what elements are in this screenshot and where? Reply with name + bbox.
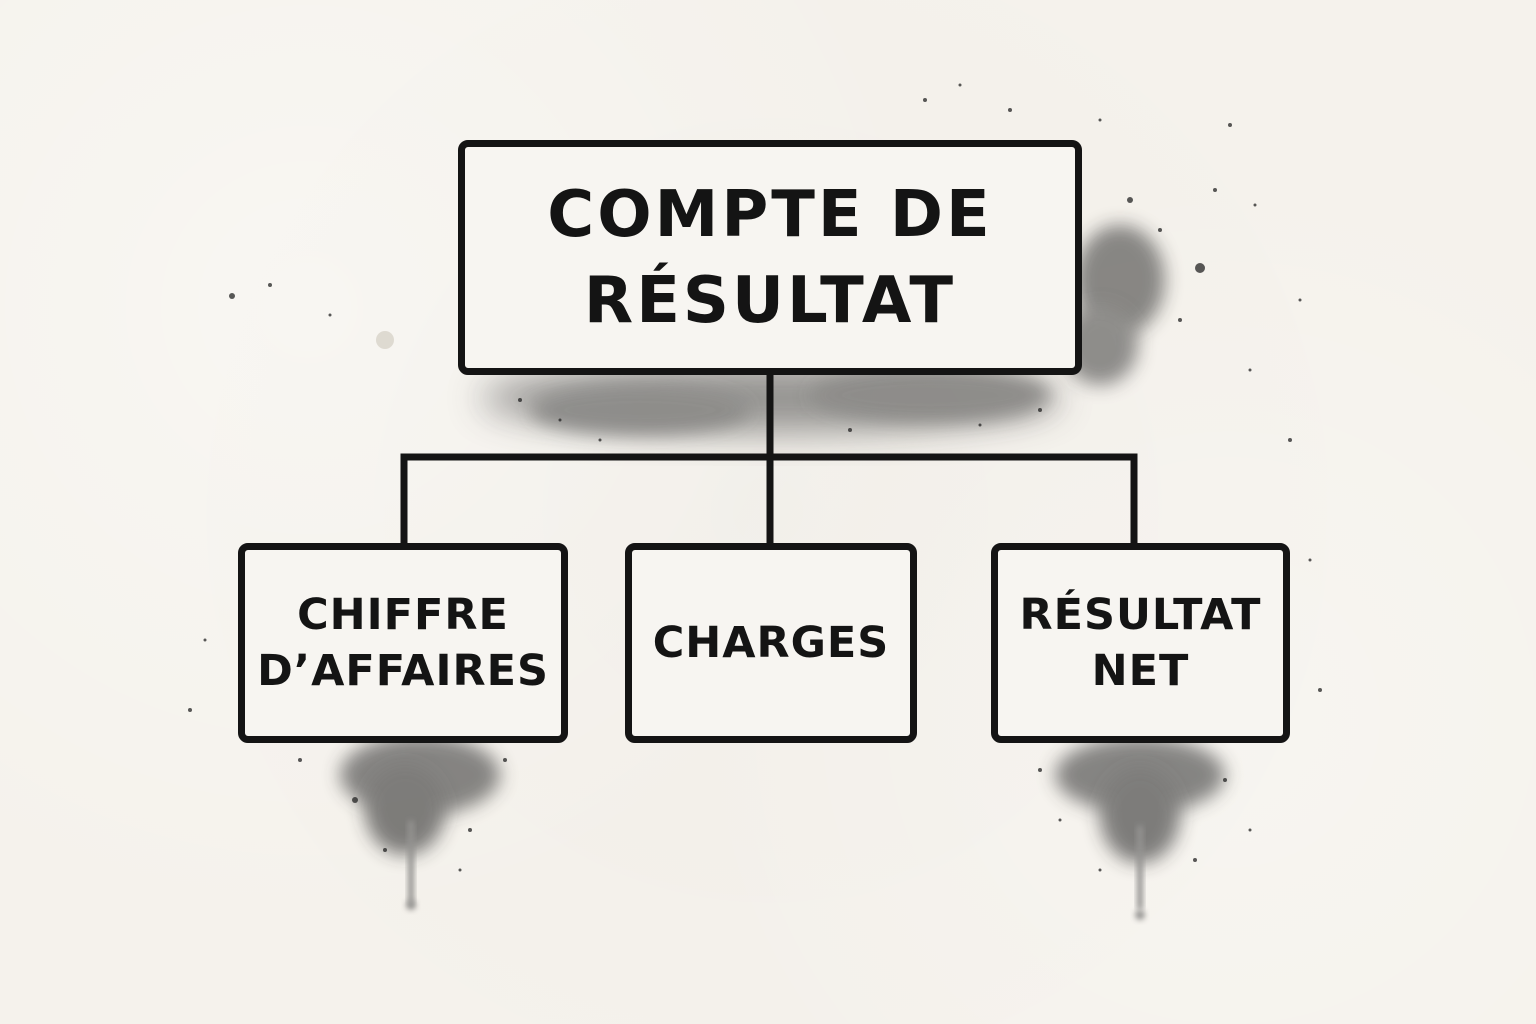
child-node-net-result-line-1: RÉSULTAT <box>1019 590 1262 640</box>
child-node-net-result: RÉSULTAT NET <box>991 543 1290 743</box>
child-node-revenue: CHIFFRE D’AFFAIRES <box>238 543 568 743</box>
root-node-box: COMPTE DE RÉSULTAT <box>458 140 1082 375</box>
child-node-charges: CHARGES <box>625 543 917 743</box>
child-node-revenue-line-1: CHIFFRE <box>297 590 509 640</box>
child-node-revenue-line-2: D’AFFAIRES <box>257 646 549 696</box>
child-node-charges-label: CHARGES <box>652 618 890 668</box>
ink-wash-left <box>340 735 500 910</box>
child-node-net-result-line-2: NET <box>1091 646 1190 696</box>
root-node-title-line-2: RÉSULTAT <box>583 263 957 338</box>
ink-wash-right <box>1055 737 1225 920</box>
connector-lines <box>400 371 1138 547</box>
root-node-title-line-1: COMPTE DE <box>547 177 993 252</box>
